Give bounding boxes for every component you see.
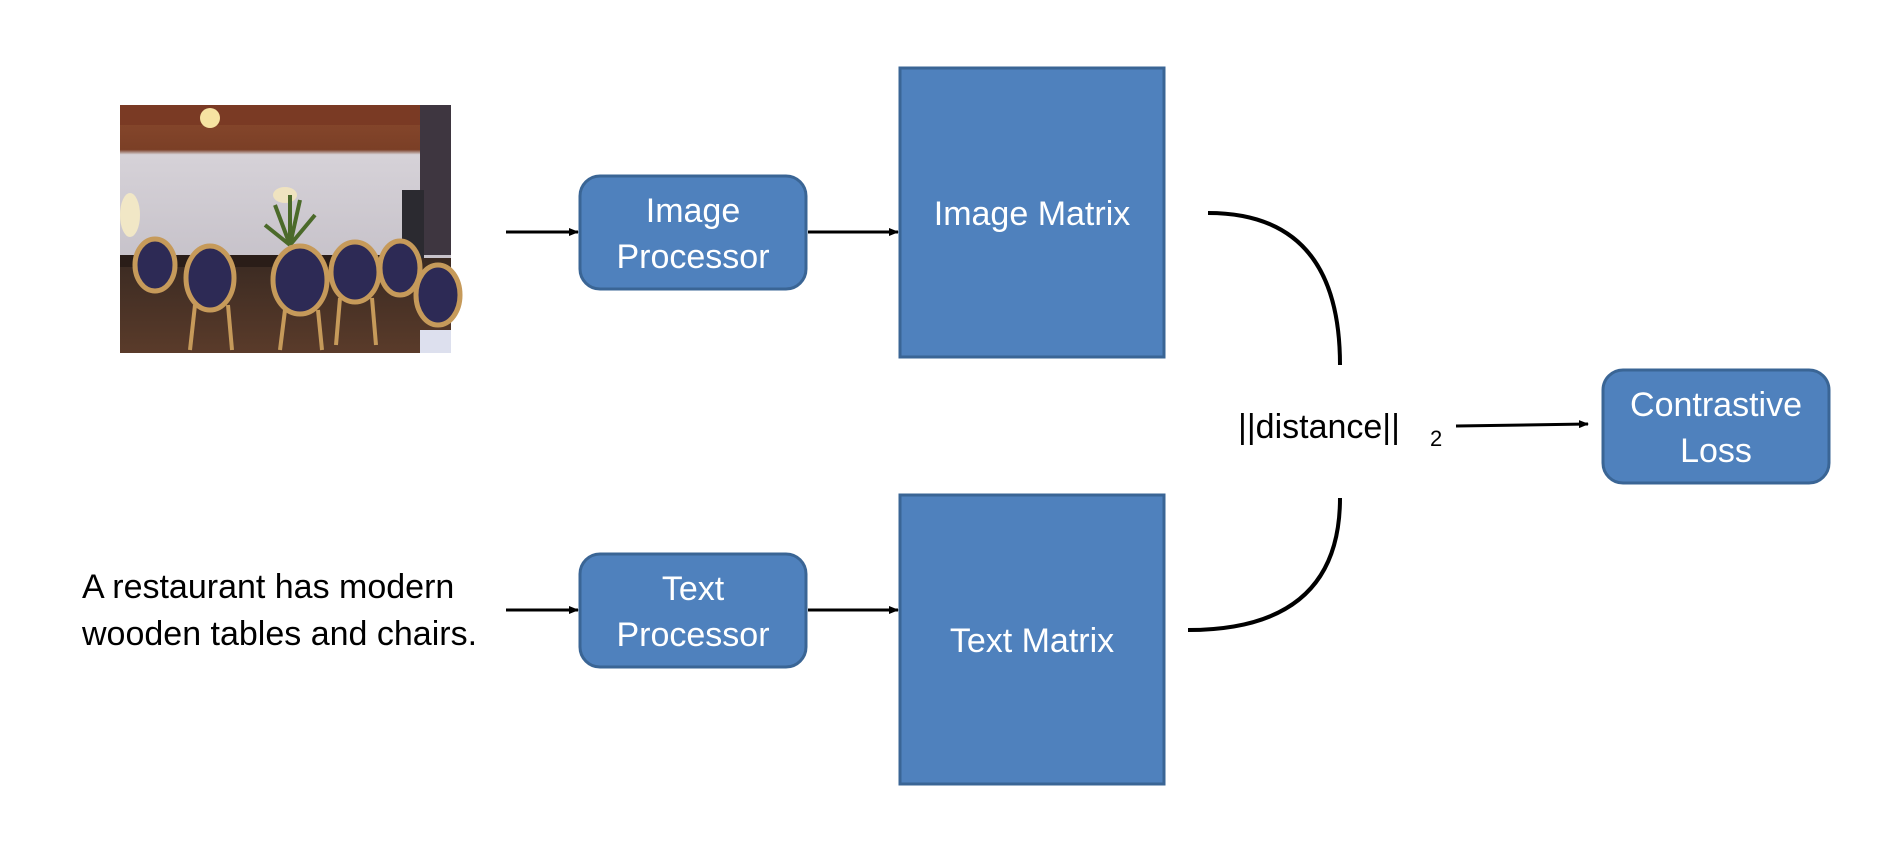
image-processor-label-line2: Processor	[616, 238, 769, 276]
distance-subscript: 2	[1430, 426, 1442, 451]
curve-text-matrix-to-distance	[1187, 497, 1342, 632]
arrow-distance-to-loss	[1455, 420, 1589, 429]
input-caption-line2: wooden tables and chairs.	[81, 615, 477, 653]
image-matrix-node: Image Matrix	[898, 66, 1166, 359]
contrastive-loss-label-line1: Contrastive	[1630, 386, 1802, 424]
text-matrix-label: Text Matrix	[950, 622, 1114, 660]
text-processor-label-line2: Processor	[616, 616, 769, 654]
image-processor-node: Image Processor	[578, 174, 808, 291]
image-processor-label-line1: Image	[646, 192, 741, 230]
restaurant-photo	[120, 105, 463, 353]
distance-label: ||distance||	[1238, 408, 1400, 446]
image-matrix-label: Image Matrix	[934, 195, 1131, 233]
curve-image-matrix-to-distance	[1207, 211, 1342, 366]
input-caption-line1: A restaurant has modern	[82, 568, 454, 606]
text-processor-label-line1: Text	[662, 570, 725, 608]
contrastive-loss-label-line2: Loss	[1680, 432, 1752, 470]
text-matrix-node: Text Matrix	[898, 493, 1166, 786]
text-processor-node: Text Processor	[578, 552, 808, 669]
distance-node: ||distance|| 2	[1238, 408, 1442, 451]
contrastive-loss-node: Contrastive Loss	[1601, 368, 1831, 485]
